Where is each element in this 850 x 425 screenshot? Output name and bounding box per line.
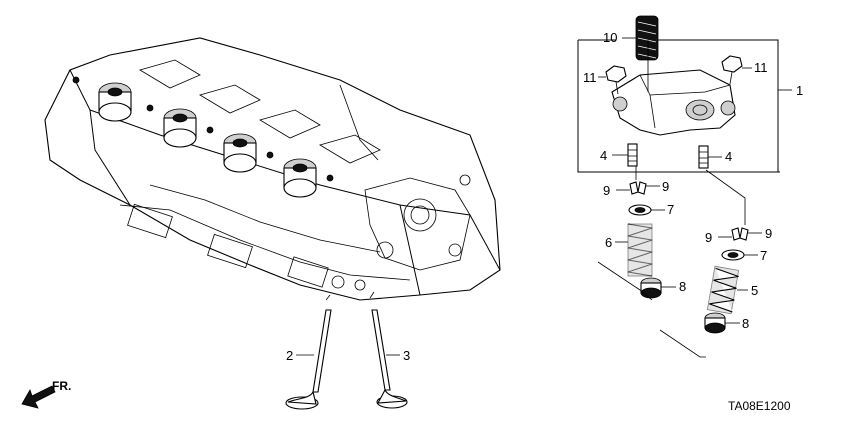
- injector-boss-2: [163, 108, 197, 148]
- bolt-11-right: [721, 55, 752, 85]
- callout-3: 3: [403, 348, 410, 363]
- callout-11-left: 11: [583, 70, 597, 85]
- callout-9-right-a: 9: [705, 230, 712, 245]
- callout-9-left-a: 9: [603, 183, 610, 198]
- spring-10: [622, 15, 659, 61]
- callout-7-right: 7: [760, 248, 767, 263]
- cotter-9-left: [616, 181, 660, 195]
- callout-4-left: 4: [600, 148, 607, 163]
- callout-9-left-b: 9: [662, 179, 669, 194]
- direction-label: FR.: [52, 379, 71, 393]
- callout-8-right: 8: [742, 316, 749, 331]
- injector-boss-1: [98, 82, 132, 122]
- spring-6: [615, 223, 653, 277]
- callout-7-left: 7: [667, 202, 674, 217]
- callout-6: 6: [605, 235, 612, 250]
- cotter-9-right: [718, 227, 762, 241]
- valve-intake: [285, 294, 332, 410]
- callout-1: 1: [796, 83, 803, 98]
- injector-boss-4: [283, 158, 317, 198]
- pivot-4-left: [612, 143, 638, 167]
- callout-4-right: 4: [725, 149, 732, 164]
- seal-8-right: [704, 312, 740, 334]
- diagram-code: TA08E1200: [728, 399, 791, 413]
- callout-8-left: 8: [679, 279, 686, 294]
- callout-9-right-b: 9: [765, 226, 772, 241]
- rocker-arm: [611, 40, 736, 136]
- bolt-11-left: [598, 65, 627, 95]
- valve-exhaust: [369, 291, 408, 409]
- front-arrow-icon: [21, 385, 56, 409]
- pivot-4-right: [698, 145, 722, 169]
- callout-11-right: 11: [754, 60, 768, 75]
- spring-5: [706, 265, 748, 315]
- rocker-arm-frame: [577, 39, 792, 173]
- callout-10: 10: [603, 30, 617, 45]
- callout-2: 2: [286, 348, 293, 363]
- retainer-7-right: [721, 249, 758, 261]
- callout-5: 5: [751, 283, 758, 298]
- injector-boss-3: [223, 133, 257, 173]
- front-direction-indicator: FR.: [21, 379, 71, 409]
- cylinder-head: [44, 37, 501, 301]
- retainer-7-left: [628, 204, 665, 216]
